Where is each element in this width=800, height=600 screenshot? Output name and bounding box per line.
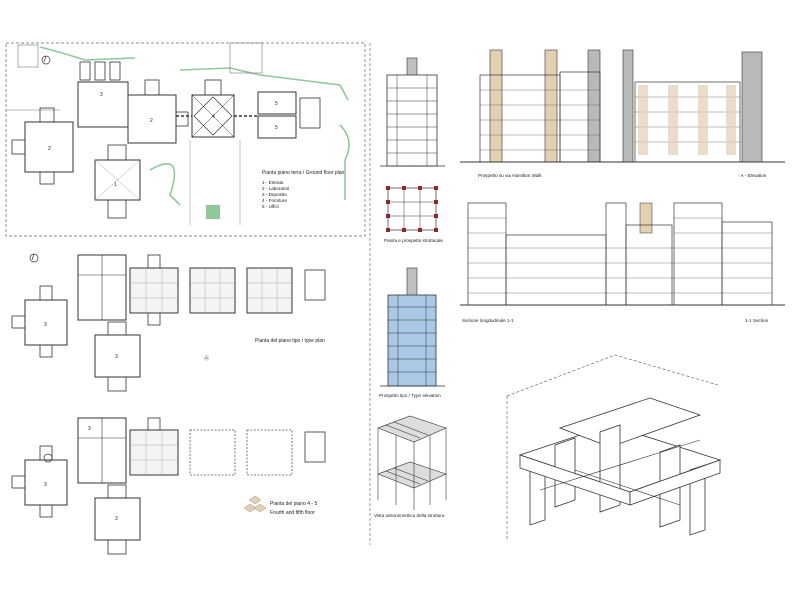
stair-core <box>304 269 326 301</box>
axonometric-detail <box>506 354 722 540</box>
elevation-caption-left: Prospetto su via Hamilton Walk <box>478 173 542 178</box>
green-path <box>339 124 350 200</box>
room-number: 3 <box>115 354 118 360</box>
north-arrow-icon <box>29 253 39 263</box>
green-path <box>149 163 181 206</box>
section-1-1: Sezione longitudinale 1-1 1-1 Section <box>460 202 785 323</box>
ground-floor-plan: 1 2 2 3 4 5 5 Pianta piano terra / Groun… <box>5 42 366 237</box>
structural-caption: Pianta e prospetto strutturale <box>384 238 443 243</box>
context-building <box>229 42 263 74</box>
type-plan-title: Pianta del piano tipo / type plan <box>255 338 325 344</box>
service-core <box>77 81 129 128</box>
fourth-fifth-title: Pianta del piano 4 - 5 <box>270 501 317 507</box>
tower-elevation-small <box>380 57 445 167</box>
type-elevation: Prospetto tipo / Type elevation <box>379 267 445 398</box>
section-caption-right: 1-1 Section <box>745 318 769 323</box>
green-path <box>179 67 349 101</box>
fourth-fifth-subtitle: Fourth and fifth floor <box>270 510 315 516</box>
structural-grid-tower <box>189 429 236 476</box>
legend-item: 1 - Entrata <box>262 180 284 185</box>
structural-grid-tower <box>189 267 236 314</box>
legend-item: 4 - Forniture <box>262 198 287 203</box>
room-number: 1 <box>114 182 117 188</box>
stair-core <box>304 431 326 463</box>
ground-floor-title: Pianta piano terra / Ground floor plan <box>262 170 344 176</box>
structural-grid-tower <box>129 267 179 314</box>
legend-item: 3 - Deposito <box>262 192 287 197</box>
room-number: 4 <box>212 114 215 120</box>
north-marker: Ⓐ <box>204 355 209 362</box>
room-number: 5 <box>275 125 278 131</box>
site-boundary-dashed <box>5 42 366 237</box>
office-block <box>257 91 297 115</box>
room-number: 3 <box>44 482 47 488</box>
lawn-square <box>206 205 220 219</box>
room-number: 3 <box>44 322 47 328</box>
north-arrow-icon <box>43 453 53 463</box>
elevation-caption-right: - A - Elevation <box>738 173 767 178</box>
legend-item: 5 - Uffici <box>262 204 279 209</box>
fourth-fifth-floor-plan: 3 3 3 Pianta del piano 4 - 5 Fourth and … <box>11 417 326 555</box>
axonometric-caption: Vista assonometrica della struttura <box>374 513 445 518</box>
structural-grid-tower <box>246 429 293 476</box>
room-number: 5 <box>275 101 278 107</box>
axonometric-structure-small: Vista assonometrica della struttura <box>374 415 447 518</box>
room-number: 3 <box>115 516 118 522</box>
type-floor-plan: 3 3 Pianta del piano tipo / type plan Ⓐ <box>11 253 326 392</box>
north-arrow-icon <box>41 55 51 65</box>
type-elevation-caption: Prospetto tipo / Type elevation <box>379 393 441 398</box>
room-number: 3 <box>100 92 103 98</box>
legend-item: 2 - Laboratori <box>262 186 289 191</box>
structural-grid-tower <box>129 429 179 476</box>
section-caption-left: Sezione longitudinale 1-1 <box>462 318 514 323</box>
elevation-a: Prospetto su via Hamilton Walk - A - Ele… <box>460 49 785 178</box>
room-number: 2 <box>150 118 153 124</box>
green-path <box>39 46 136 61</box>
room-number: 2 <box>48 146 51 152</box>
context-building <box>17 44 39 68</box>
structural-grid-tower <box>246 267 293 314</box>
key-plan-icon <box>248 495 262 505</box>
structural-plan-diagram: Pianta e prospetto strutturale <box>384 186 443 243</box>
office-block <box>257 115 297 139</box>
room-number: 3 <box>88 426 91 432</box>
